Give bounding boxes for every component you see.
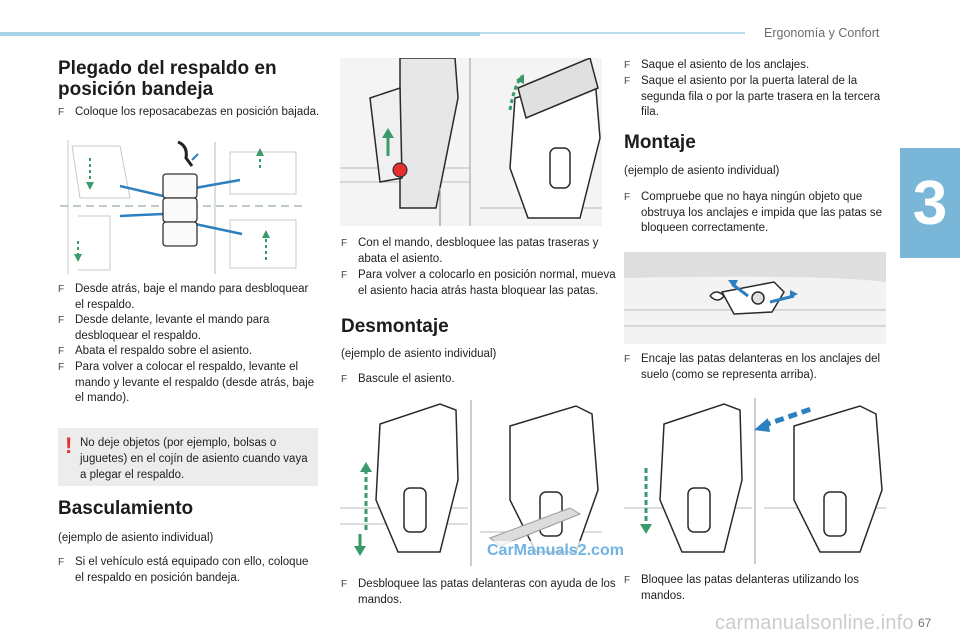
figure-desbloquear-patas [340,400,602,566]
list-item: Abata el respaldo sobre el asiento. [58,344,320,360]
section-title-line2: posición bandeja [58,79,214,100]
bullet-desbloquee-delanteras: Desbloquee las patas delanteras con ayud… [341,577,620,608]
header-rule-thin [480,32,745,34]
bullet-desmontaje: Bascule el asiento. [341,372,620,388]
warning-box: ! No deje objetos (por ejemplo, bolsas o… [58,428,318,486]
chapter-title: Ergonomía y Confort [764,26,880,40]
bullet-montaje: Compruebe que no haya ningún objeto que … [624,190,903,237]
section-title-plegado: Plegado del respaldo en posición bandeja [58,58,277,100]
list-item: Saque el asiento de los anclajes. [624,58,903,74]
note-desmontaje: (ejemplo de asiento individual) [341,348,497,360]
bullet-bloquee-delanteras: Bloquee las patas delanteras utilizando … [624,573,903,604]
list-item: Con el mando, desbloquee las patas trase… [341,236,620,267]
watermark: carmanualsonline.info [715,612,914,634]
carmanuals-logo[interactable]: CarManuals2.com [484,541,627,561]
figure-bloquear-patas [624,398,886,564]
section-title-basculamiento: Basculamiento [58,498,194,519]
figure-bascular-asiento [340,58,602,226]
bullet-basculamiento: Si el vehículo está equipado con ello, c… [58,555,320,586]
section-title-line1: Plegado del respaldo en [58,58,277,79]
section-title-montaje: Montaje [624,132,696,153]
chapter-tab: 3 [900,148,960,258]
warning-icon: ! [65,433,73,458]
bullet-reposacabezas: Coloque los reposacabezas en posición ba… [58,105,320,121]
page-number: 67 [918,616,932,630]
list-item: Para volver a colocar el respaldo, levan… [58,360,320,407]
warning-text: No deje objetos (por ejemplo, bolsas o j… [80,437,308,481]
list-item: Saque el asiento por la puerta lateral d… [624,74,891,121]
section-title-desmontaje: Desmontaje [341,316,449,337]
list-item: Desde delante, levante el mando para des… [58,313,320,344]
figure-respaldo-bandeja [60,138,304,276]
note-montaje: (ejemplo de asiento individual) [624,165,780,177]
bullet-encaje-patas: Encaje las patas delanteras en los ancla… [624,352,903,383]
list-item: Desde atrás, baje el mando para desbloqu… [58,282,320,313]
header-rule [0,32,480,36]
figure-anclajes-suelo [624,252,886,344]
note-basculamiento: (ejemplo de asiento individual) [58,532,214,544]
list-item: Para volver a colocarlo en posición norm… [341,268,620,299]
